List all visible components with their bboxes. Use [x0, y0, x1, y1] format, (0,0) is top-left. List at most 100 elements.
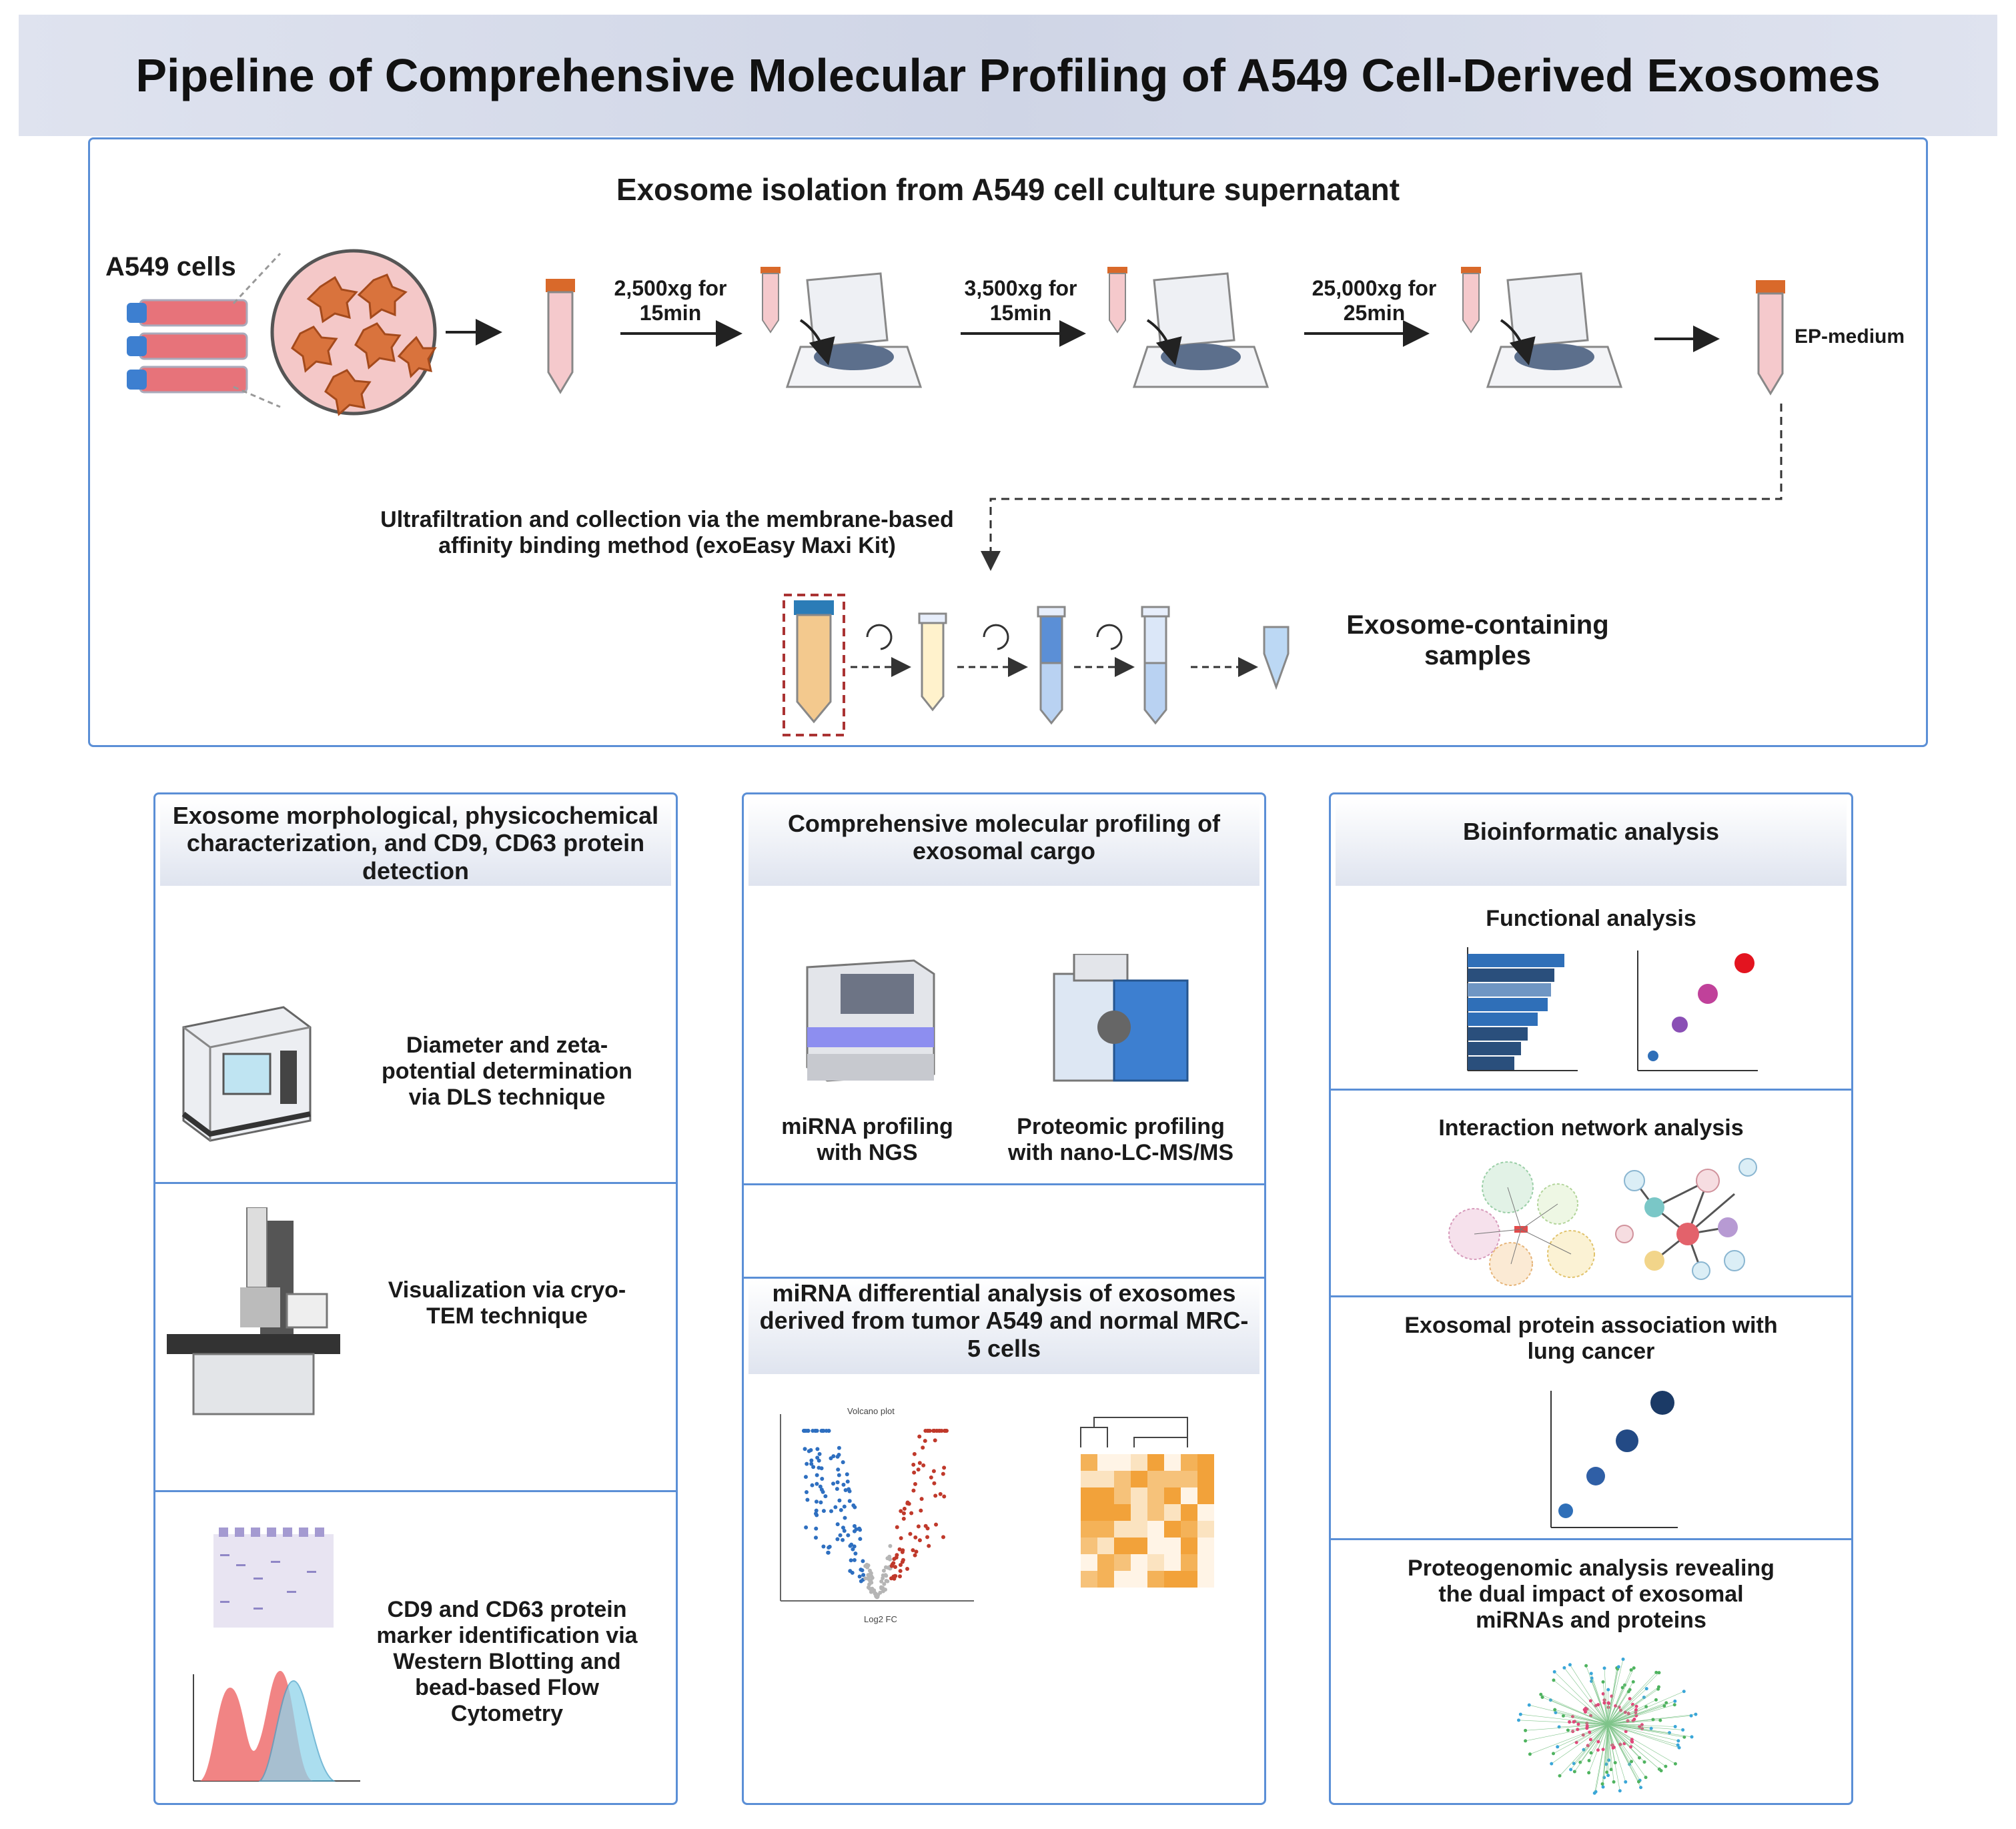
- proteogenomic-label: Proteogenomic analysis revealing the dua…: [1408, 1556, 1775, 1634]
- network-node: [1614, 1704, 1618, 1708]
- volcano-point: [845, 1479, 850, 1484]
- profiling-heading: Comprehensive molecular profiling of exo…: [787, 810, 1221, 865]
- network-node: [1587, 1758, 1591, 1762]
- volcano-point: [857, 1526, 862, 1531]
- heatmap-cell: [1181, 1538, 1197, 1554]
- network-node: [1605, 1770, 1609, 1774]
- network-edge: [1554, 1672, 1608, 1725]
- mass-spectrometer-icon: [1053, 954, 1189, 1082]
- functional-dot-plot-icon: [1637, 951, 1758, 1071]
- network-node: [1636, 1780, 1640, 1784]
- volcano-point: [829, 1509, 833, 1513]
- volcano-point: [863, 1576, 868, 1581]
- volcano-point: [931, 1469, 936, 1473]
- volcano-point: [873, 1590, 877, 1595]
- volcano-point: [919, 1497, 924, 1501]
- network-edge: [1602, 1724, 1608, 1750]
- network-edge: [1607, 1691, 1684, 1725]
- heatmap-cell: [1164, 1521, 1181, 1538]
- divider: [155, 1182, 676, 1184]
- heatmap-cell: [1097, 1487, 1114, 1504]
- volcano-point: [821, 1509, 826, 1513]
- volcano-point: [843, 1488, 848, 1493]
- network-node: [1644, 1776, 1648, 1780]
- heatmap-cell: [1114, 1504, 1131, 1521]
- network-node: [1639, 1786, 1643, 1790]
- isolation-heading: Exosome isolation from A549 cell culture…: [616, 172, 1400, 207]
- volcano-title: Volcano plot: [847, 1406, 895, 1416]
- network-node: [1550, 1762, 1554, 1766]
- network-edge: [1607, 1706, 1664, 1725]
- volcano-point: [841, 1460, 845, 1465]
- step2-label: 3,500xg for 15min: [964, 276, 1077, 325]
- ngs-sequencer-icon: [806, 959, 935, 1082]
- heatmap-cell: [1147, 1471, 1164, 1487]
- volcano-point: [815, 1481, 819, 1486]
- rotate-icon: [866, 624, 1123, 650]
- volcano-point: [897, 1547, 902, 1552]
- heatmap-cell: [1164, 1504, 1181, 1521]
- volcano-point: [867, 1585, 871, 1590]
- volcano-point: [851, 1547, 855, 1552]
- network-edge: [1587, 1724, 1608, 1726]
- volcano-point: [846, 1533, 851, 1538]
- flow-cytometry-icon: [193, 1671, 360, 1782]
- volcano-point: [942, 1494, 947, 1499]
- volcano-point: [809, 1458, 814, 1463]
- heatmap-cell: [1181, 1454, 1197, 1471]
- network-edge: [1607, 1698, 1630, 1725]
- network-node: [1606, 1701, 1610, 1705]
- network-node: [1578, 1760, 1582, 1764]
- volcano-point: [917, 1434, 922, 1439]
- network-edge: [1604, 1702, 1608, 1725]
- network-edge: [1540, 1694, 1608, 1725]
- network-edge: [1607, 1688, 1647, 1725]
- heatmap-cell: [1147, 1504, 1164, 1521]
- heatmap-cell: [1197, 1487, 1214, 1504]
- volcano-point: [899, 1509, 903, 1513]
- volcano-point: [869, 1580, 874, 1585]
- network-edge: [1590, 1724, 1608, 1740]
- volcano-point: [908, 1532, 913, 1536]
- heatmap-cell: [1131, 1487, 1147, 1504]
- network-edge: [1607, 1659, 1624, 1725]
- volcano-point: [817, 1465, 821, 1470]
- heatmap-cell: [1164, 1487, 1181, 1504]
- heatmap-cell: [1181, 1554, 1197, 1571]
- volcano-point: [848, 1544, 853, 1548]
- network-node: [1673, 1699, 1677, 1703]
- network-edge: [1520, 1714, 1608, 1725]
- volcano-point: [852, 1523, 857, 1528]
- volcano-point: [805, 1461, 809, 1466]
- ep-medium-tube-icon: [1756, 280, 1785, 396]
- isolation-pipeline-graphic: [127, 249, 1785, 736]
- network-node: [1681, 1728, 1685, 1732]
- a549-cells-icon: [270, 249, 437, 416]
- volcano-point: [819, 1500, 823, 1505]
- network-node: [1677, 1746, 1681, 1750]
- volcano-point: [815, 1473, 819, 1477]
- volcano-point: [815, 1447, 820, 1451]
- network-edge: [1574, 1724, 1608, 1772]
- network-edge: [1589, 1724, 1608, 1733]
- network-node: [1602, 1776, 1606, 1780]
- volcano-point: [911, 1462, 916, 1467]
- network-node: [1632, 1718, 1636, 1722]
- network-node: [1602, 1701, 1606, 1705]
- network-node: [1609, 1768, 1613, 1772]
- volcano-point: [831, 1481, 836, 1486]
- network-edge: [1607, 1724, 1616, 1763]
- volcano-point: [837, 1498, 842, 1503]
- exoeasy-kit-icon: [783, 594, 845, 736]
- spin-column-icon: [918, 606, 1290, 725]
- volcano-point: [938, 1491, 943, 1496]
- volcano-point: [859, 1568, 863, 1572]
- volcano-point: [934, 1522, 939, 1527]
- network-edge: [1607, 1724, 1684, 1738]
- network-node: [1676, 1739, 1680, 1743]
- characterization-heading: Exosome morphological, physicochemical c…: [172, 802, 659, 884]
- network-edge: [1607, 1724, 1631, 1748]
- volcano-point: [805, 1497, 810, 1502]
- network-node: [1649, 1726, 1653, 1730]
- network-node: [1568, 1720, 1572, 1724]
